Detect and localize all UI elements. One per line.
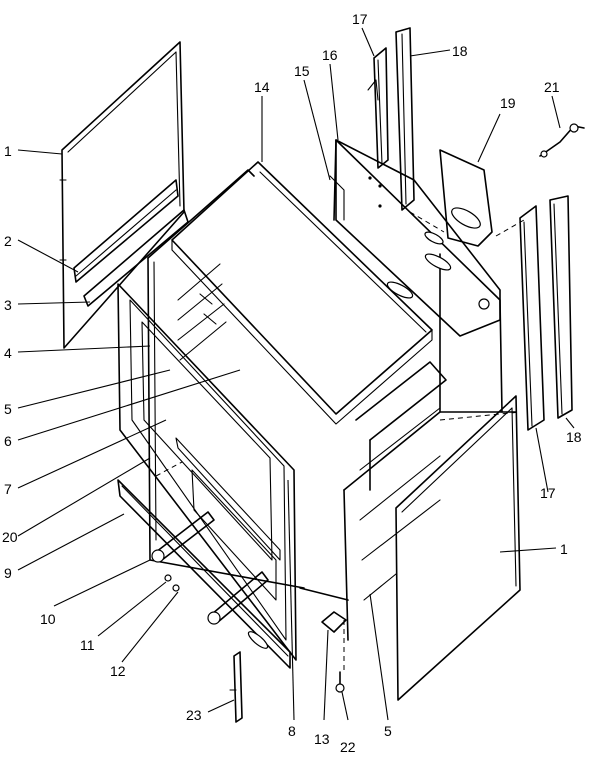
rear-channel [329,175,345,221]
callout-labels: 1 2 3 4 5 6 7 20 9 10 11 12 23 8 13 22 5… [2,11,582,755]
callout-20: 20 [2,529,18,545]
callout-12: 12 [110,663,126,679]
callout-1-left: 1 [4,143,12,159]
callout-19: 19 [500,95,516,111]
callout-11: 11 [80,637,95,653]
callout-14: 14 [254,79,270,95]
right-rails [519,195,573,431]
flue-cover [439,149,493,247]
leveling-leg [321,611,347,693]
burner-tubes [151,511,269,625]
callout-10: 10 [40,611,56,627]
callout-21: 21 [544,79,560,95]
callout-22: 22 [340,739,356,755]
assembly-guides [155,211,525,672]
callout-3: 3 [4,297,12,313]
front-frame [117,283,297,661]
callout-17-right: 17 [540,485,556,501]
callout-13: 13 [314,731,330,747]
callout-17-top: 17 [352,11,368,27]
callout-2: 2 [4,233,12,249]
callout-18-top: 18 [452,43,468,59]
callout-7: 7 [4,481,12,497]
small-bracket [229,651,243,723]
rear-rail-upper [367,47,389,169]
top-panel [171,161,433,425]
callout-6: 6 [4,433,12,449]
rear-panel [335,139,501,337]
side-channel [73,179,179,283]
leader-lines [17,27,575,721]
callout-16: 16 [322,47,338,63]
right-side-panel [395,395,521,701]
callout-9: 9 [4,565,12,581]
wire-harness [539,123,585,158]
callout-4: 4 [4,345,12,361]
rear-strip-upper [395,27,415,211]
callout-23: 23 [186,707,202,723]
callout-5-right: 5 [384,723,392,739]
callout-8: 8 [288,723,296,739]
control-panel [117,479,291,669]
callout-15: 15 [294,63,310,79]
callout-1-right: 1 [560,541,568,557]
callout-18-right: 18 [566,429,582,445]
callout-5-left: 5 [4,401,12,417]
